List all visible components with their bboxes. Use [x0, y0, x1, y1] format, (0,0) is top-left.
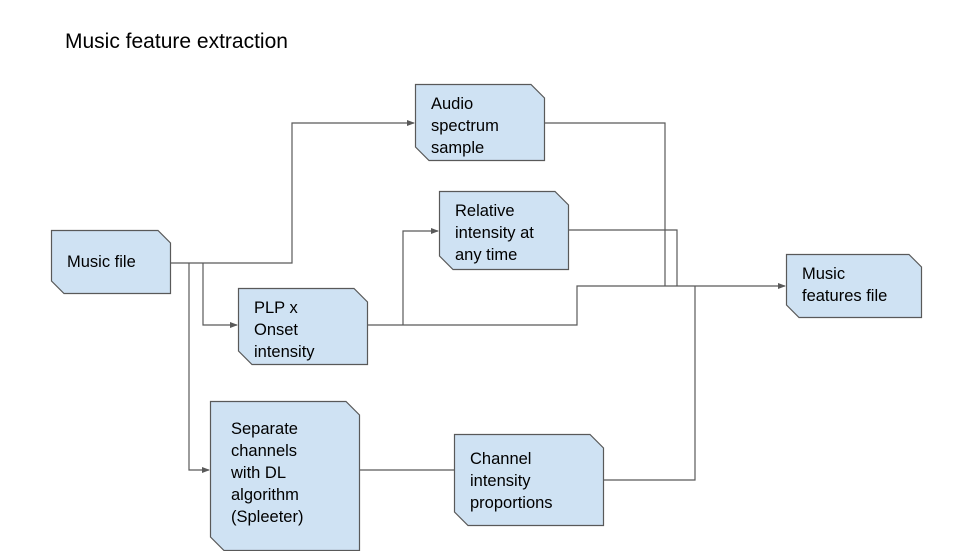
node-label: Channel intensity proportions: [470, 450, 553, 512]
snip-corner-shape: [414, 83, 546, 162]
snip-corner-shape: [453, 433, 605, 527]
node-label: Audio spectrum sample: [431, 95, 499, 157]
node-outline: [50, 229, 172, 295]
edge-music-file-to-audio-spectrum: [171, 120, 415, 264]
node-music-features-file[interactable]: Music features file: [785, 253, 923, 319]
edge-audio-spectrum-to-music-features: [545, 122, 666, 286]
snip-corner-shape: [785, 253, 923, 319]
node-plp-onset-intensity[interactable]: PLP x Onset intensity: [237, 287, 369, 366]
snip-corner-shape: [438, 190, 570, 271]
node-label: PLP x Onset intensity: [254, 299, 315, 361]
node-audio-spectrum-sample[interactable]: Audio spectrum sample: [414, 83, 546, 162]
node-outline: [438, 190, 570, 271]
edge-relative-intensity-to-music-features: [569, 229, 678, 286]
edge-plp-onset-to-music-features: [368, 283, 786, 326]
edge-plp-onset-to-relative-intensity: [402, 228, 439, 325]
node-label: Separate channels with DL algorithm (Spl…: [231, 420, 304, 526]
edge-channel-intensity-to-music-features: [604, 286, 696, 481]
node-outline: [414, 83, 546, 162]
node-separate-channels[interactable]: Separate channels with DL algorithm (Spl…: [209, 400, 361, 551]
snip-corner-shape: [50, 229, 172, 295]
node-outline: [237, 287, 369, 366]
node-outline: [453, 433, 605, 527]
node-outline: [785, 253, 923, 319]
edge-music-file-to-separate-channels: [188, 263, 210, 473]
diagram-title: Music feature extraction: [65, 30, 288, 53]
node-relative-intensity[interactable]: Relative intensity at any time: [438, 190, 570, 271]
snip-corner-shape: [237, 287, 369, 366]
node-channel-intensity-proportions[interactable]: Channel intensity proportions: [453, 433, 605, 527]
node-music-file[interactable]: Music file: [50, 229, 172, 295]
node-label: Relative intensity at any time: [455, 202, 534, 264]
edge-music-file-to-plp-onset: [202, 263, 238, 328]
node-label: Music features file: [802, 265, 888, 305]
node-label: Music file: [67, 253, 136, 271]
